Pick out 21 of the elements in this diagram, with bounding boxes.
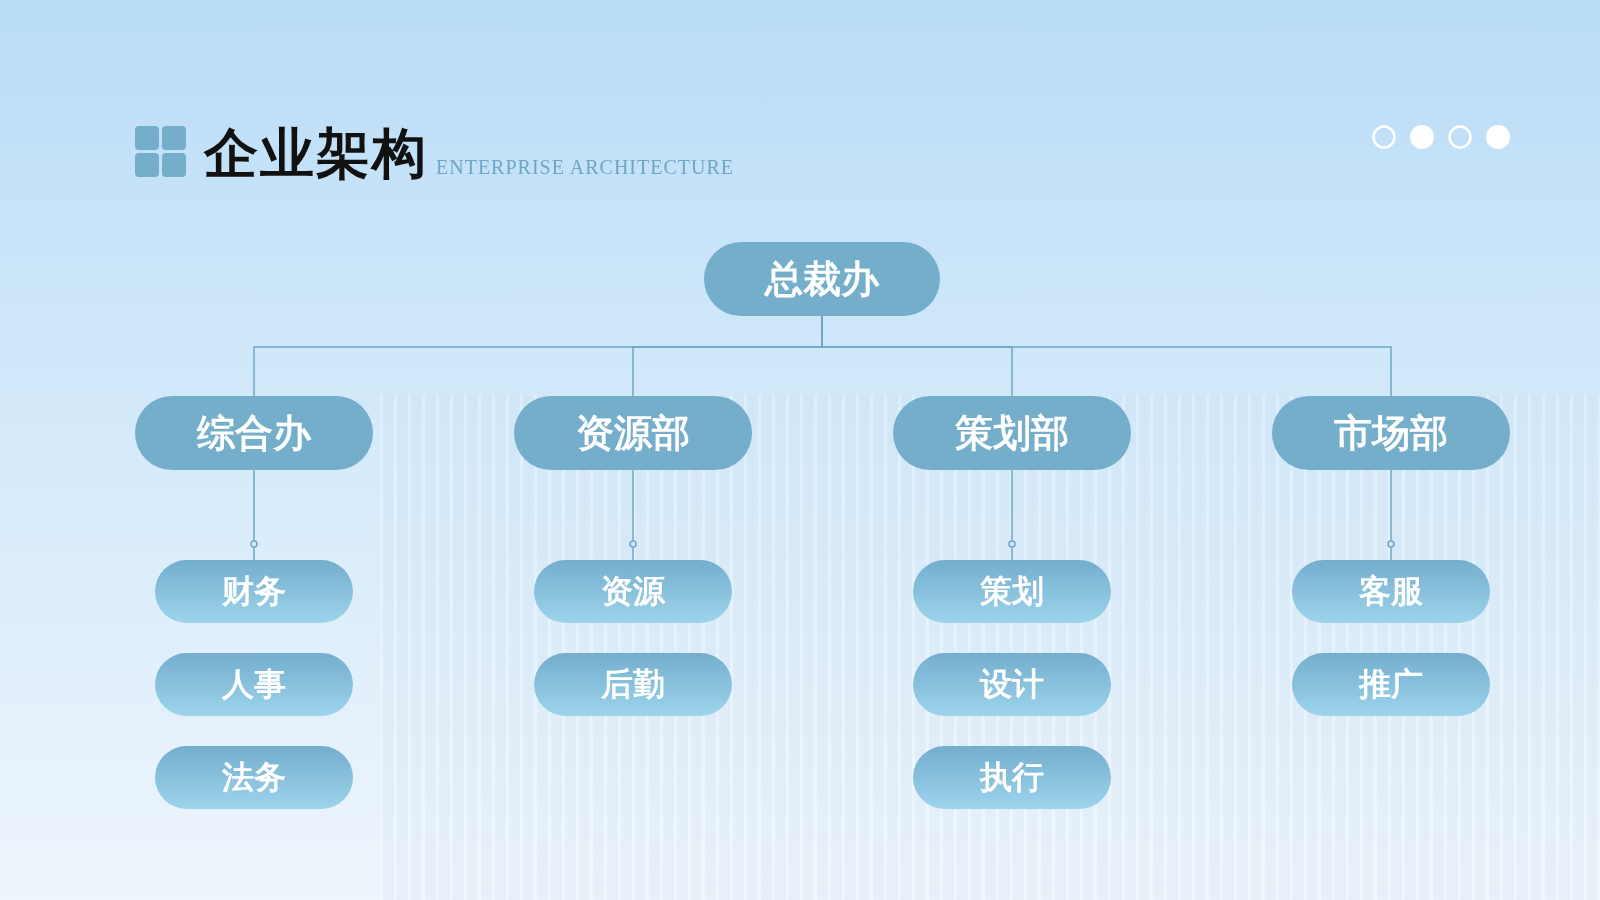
org-unit-pill: 资源部 <box>514 396 752 470</box>
org-unit-pill: 执行 <box>913 746 1111 809</box>
org-unit-pill: 法务 <box>155 746 353 809</box>
org-unit-pill: 人事 <box>155 653 353 716</box>
page-title: 企业架构 <box>204 120 428 187</box>
org-unit-pill: 总裁办 <box>704 242 940 316</box>
org-unit-pill: 后勤 <box>534 653 732 716</box>
org-unit-pill: 设计 <box>913 653 1111 716</box>
org-unit-pill: 财务 <box>155 560 353 623</box>
org-unit-pill: 策划部 <box>893 396 1131 470</box>
connector-line <box>629 469 637 561</box>
connector-line <box>1008 469 1016 561</box>
connector-line <box>250 469 258 561</box>
org-unit-pill: 市场部 <box>1272 396 1510 470</box>
org-unit-pill: 策划 <box>913 560 1111 623</box>
subtitle: ENTERPRISE ARCHITECTURE <box>436 156 734 179</box>
org-unit-pill: 客服 <box>1292 560 1490 623</box>
org-unit-pill: 资源 <box>534 560 732 623</box>
org-unit-pill: 推广 <box>1292 653 1490 716</box>
org-unit-pill: 综合办 <box>135 396 373 470</box>
connector-line <box>1387 469 1395 561</box>
